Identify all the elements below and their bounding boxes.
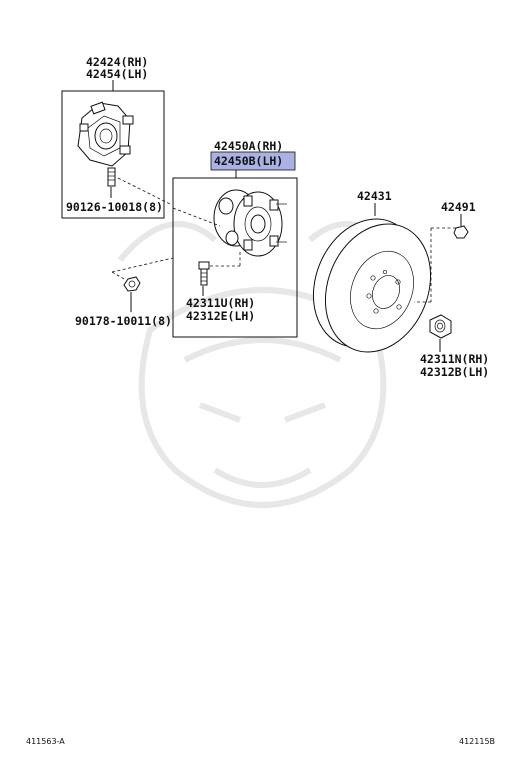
hub-nut-part[interactable]: [429, 314, 452, 339]
knuckle-stud-part[interactable]: [107, 167, 116, 187]
steering-knuckle-part[interactable]: [77, 101, 134, 167]
label-hub-nut-lh[interactable]: 42312B(LH): [420, 365, 489, 379]
hub-nut-group: 42311N(RH) 42312B(LH): [420, 314, 489, 379]
nut-left-part[interactable]: [123, 276, 141, 292]
label-hub-bolt-rh[interactable]: 42311U(RH): [186, 296, 255, 310]
label-stud-knuckle[interactable]: 90126-10018(8): [66, 200, 163, 214]
label-knuckle-rh[interactable]: 42424(RH): [86, 55, 148, 69]
hub-bearing-part[interactable]: [213, 189, 287, 257]
footer-left-code: 411563-A: [26, 737, 65, 746]
highlight-box: [210, 151, 296, 171]
label-hub-lh[interactable]: 42450B(LH): [214, 154, 283, 168]
nut-left-group: 90178-10011(8): [75, 257, 174, 328]
label-disc[interactable]: 42431: [357, 189, 392, 203]
plug-group: 42491: [414, 200, 476, 303]
label-hub-nut-rh[interactable]: 42311N(RH): [420, 352, 489, 366]
label-plug[interactable]: 42491: [441, 200, 476, 214]
hub-box: [172, 177, 298, 338]
footer-right-code: 412115B: [459, 737, 495, 746]
label-hub-rh[interactable]: 42450A(RH): [214, 139, 283, 153]
plug-part[interactable]: [453, 225, 469, 239]
knuckle-group: 42424(RH) 42454(LH) 90126-10018(8): [61, 55, 173, 219]
label-nut-left[interactable]: 90178-10011(8): [75, 314, 172, 328]
label-knuckle-lh[interactable]: 42454(LH): [86, 67, 148, 81]
disc-group: 42431: [295, 189, 449, 368]
label-hub-bolt-lh[interactable]: 42312E(LH): [186, 309, 255, 323]
hub-bolt-part[interactable]: [198, 261, 210, 286]
brake-disc-part[interactable]: [295, 203, 449, 368]
knuckle-box: [61, 90, 165, 219]
hub-group: 42450A(RH) 42450B(LH): [172, 139, 298, 338]
